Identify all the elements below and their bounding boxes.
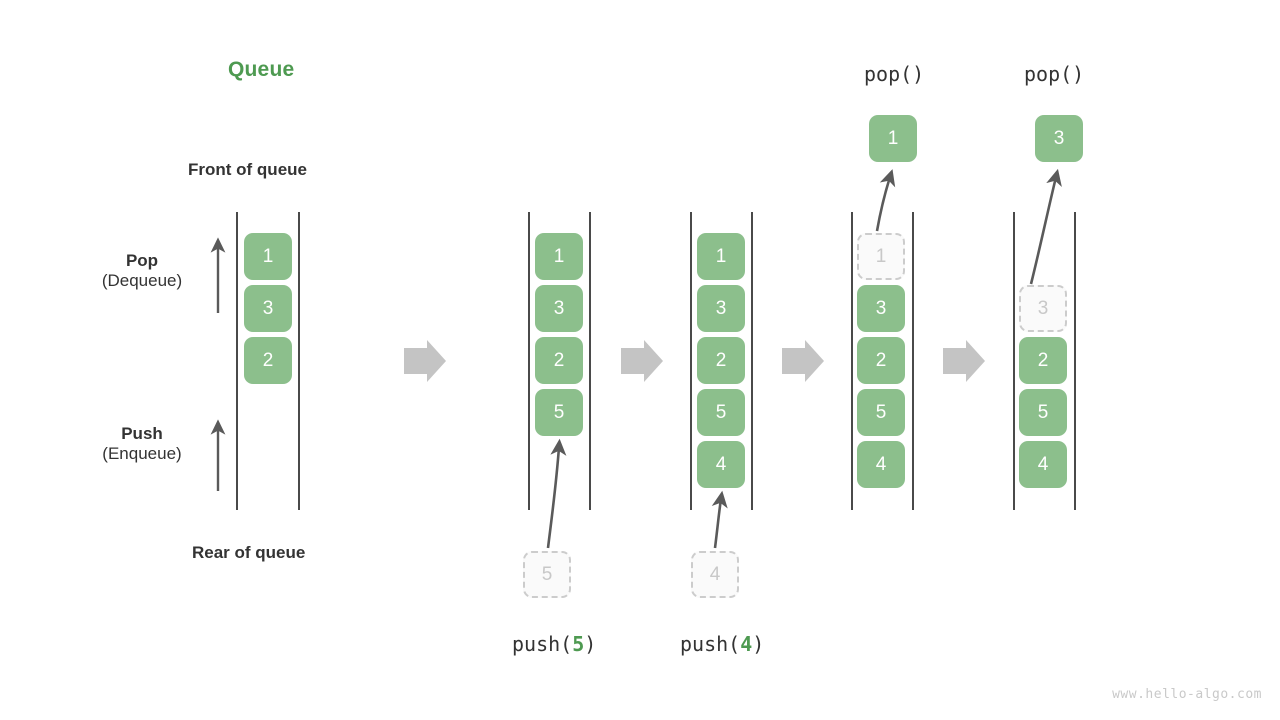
queue-element: 3 bbox=[244, 285, 292, 332]
queue-element: 1 bbox=[697, 233, 745, 280]
queue-element: 3 bbox=[697, 285, 745, 332]
push-caption-value: 5 bbox=[572, 632, 585, 656]
popped-slot-ghost: 1 bbox=[857, 233, 905, 280]
watermark: www.hello-algo.com bbox=[1112, 687, 1262, 702]
queue-element: 2 bbox=[1019, 337, 1067, 384]
stage-pop-1-caption: pop() bbox=[864, 62, 925, 86]
push-label-title: Push bbox=[121, 424, 163, 443]
push-caption-value: 4 bbox=[740, 632, 753, 656]
step-arrow-4 bbox=[943, 340, 985, 382]
stage-push-4-caption: push(4) bbox=[680, 632, 764, 656]
queue-element: 2 bbox=[697, 337, 745, 384]
queue-element: 2 bbox=[857, 337, 905, 384]
stage-push-5-rail-left bbox=[528, 212, 530, 510]
push-4-incoming-arrow bbox=[711, 490, 728, 549]
rear-of-queue-label: Rear of queue bbox=[192, 543, 306, 562]
queue-element: 3 bbox=[535, 285, 583, 332]
stage-initial-rail-right bbox=[298, 212, 300, 510]
stage-push-4-rail-left bbox=[690, 212, 692, 510]
push-caption-suffix: ) bbox=[584, 632, 597, 656]
queue-element: 5 bbox=[857, 389, 905, 436]
pop-label-alias: (Dequeue) bbox=[101, 270, 183, 290]
push-label-alias: (Enqueue) bbox=[102, 443, 182, 463]
popped-element: 1 bbox=[869, 115, 917, 162]
step-arrow-1 bbox=[404, 340, 446, 382]
stage-pop-3-caption: pop() bbox=[1024, 62, 1085, 86]
queue-element: 5 bbox=[697, 389, 745, 436]
stage-pop-3-rail-right bbox=[1074, 212, 1076, 510]
push-operation-label: Push (Enqueue) bbox=[72, 425, 212, 466]
stage-push-5-rail-right bbox=[589, 212, 591, 510]
push-caption-suffix: ) bbox=[752, 632, 765, 656]
pop-label-title: Pop bbox=[125, 251, 159, 270]
queue-element: 5 bbox=[1019, 389, 1067, 436]
step-arrow-2 bbox=[621, 340, 663, 382]
push-5-incoming-arrow bbox=[546, 438, 567, 549]
stage-pop-1-rail-left bbox=[851, 212, 853, 510]
queue-element: 2 bbox=[535, 337, 583, 384]
popped-slot-ghost: 3 bbox=[1019, 285, 1067, 332]
popped-element: 3 bbox=[1035, 115, 1083, 162]
queue-element: 4 bbox=[857, 441, 905, 488]
queue-element: 3 bbox=[857, 285, 905, 332]
stage-initial-rail-left bbox=[236, 212, 238, 510]
queue-element: 1 bbox=[535, 233, 583, 280]
queue-element: 4 bbox=[697, 441, 745, 488]
stage-push-5-caption: push(5) bbox=[512, 632, 596, 656]
push-caption-prefix: push( bbox=[512, 632, 573, 656]
front-of-queue-label: Front of queue bbox=[188, 160, 307, 179]
pop-3-outgoing-arrow bbox=[1029, 168, 1062, 285]
incoming-element-ghost: 5 bbox=[523, 551, 571, 598]
queue-element: 1 bbox=[244, 233, 292, 280]
step-arrow-3 bbox=[782, 340, 824, 382]
stage-pop-3-rail-left bbox=[1013, 212, 1015, 510]
pop-1-outgoing-arrow bbox=[875, 169, 896, 232]
page-title: Queue bbox=[228, 58, 295, 81]
stage-pop-1-rail-right bbox=[912, 212, 914, 510]
pop-operation-label: Pop (Dequeue) bbox=[72, 252, 212, 293]
queue-element: 2 bbox=[244, 337, 292, 384]
stage-push-4-rail-right bbox=[751, 212, 753, 510]
incoming-element-ghost: 4 bbox=[691, 551, 739, 598]
queue-element: 5 bbox=[535, 389, 583, 436]
push-caption-prefix: push( bbox=[680, 632, 741, 656]
queue-element: 4 bbox=[1019, 441, 1067, 488]
